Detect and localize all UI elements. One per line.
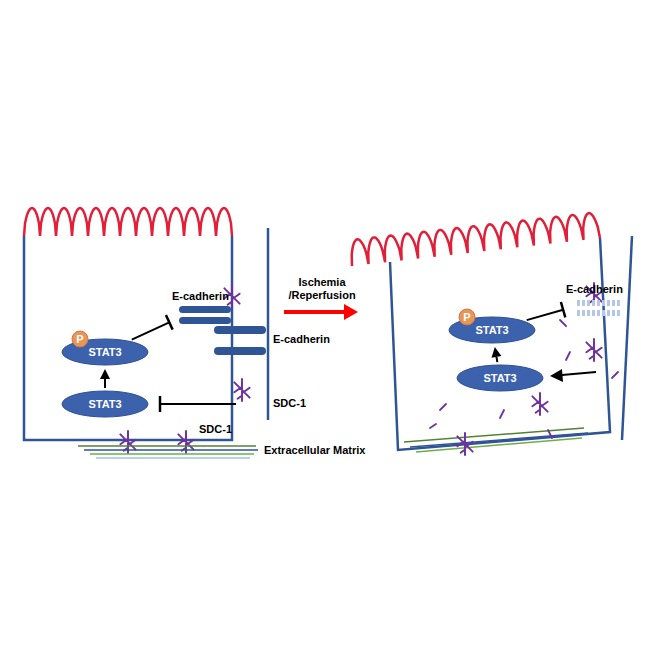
microvilli [24, 208, 600, 266]
shape-fill [457, 365, 543, 391]
inhibition-bar [166, 315, 173, 330]
transition-arrow [284, 310, 346, 314]
phospho-mark: P [76, 333, 83, 346]
annotation-label: E-cadherin [273, 333, 330, 346]
sdc1-fragment [612, 372, 618, 378]
connector-line [495, 357, 498, 362]
phospho-mark: P [463, 311, 470, 324]
phospho-circle: P [458, 308, 476, 326]
neighbor-cell-wall [267, 228, 270, 420]
arrowhead [492, 347, 502, 358]
protein-name: STAT3 [483, 372, 516, 385]
matrix-fiber [84, 449, 258, 451]
protein-name: STAT3 [88, 398, 121, 411]
sdc1-fragment [566, 352, 570, 360]
sdc1-fragment [440, 404, 446, 410]
protein-label: E-cadherin [566, 283, 625, 296]
cadherin-bars [573, 298, 625, 318]
protein-name: STAT3 [88, 346, 121, 359]
sdc1-fragment [500, 410, 504, 418]
inhibition-bar [561, 302, 565, 317]
shape-fill [62, 391, 148, 417]
connector [492, 347, 502, 362]
protein-ellipse: STAT3 [61, 390, 149, 418]
sdc1-glyph [532, 393, 547, 415]
sdc1-glyph [586, 339, 601, 361]
sdc1-fragment [548, 430, 552, 438]
cadherin-bar [577, 310, 621, 316]
connector-line [132, 322, 169, 339]
cadherin-bars [179, 305, 231, 325]
matrix-fiber [416, 438, 582, 452]
activation-line [562, 372, 596, 375]
annotation-label: Ischemia /Reperfusion [280, 276, 364, 302]
activation-arrowhead [550, 369, 563, 382]
junction-cadherin-bar [214, 347, 266, 355]
connector-line [527, 310, 563, 320]
shape-fill [72, 331, 88, 347]
shape-fill [459, 309, 475, 325]
microvilli-wave [352, 213, 600, 266]
sdc1-glyph [234, 379, 249, 401]
neighbor-cell-wall [622, 236, 632, 440]
connector-line [104, 379, 106, 388]
phospho-circle: P [71, 330, 89, 348]
arrowhead [100, 369, 110, 379]
protein-label: E-cadherin [172, 290, 231, 303]
cadherin-group: E-cadherin [566, 283, 625, 318]
sdc1-fragment [430, 424, 436, 428]
protein-name: STAT3 [475, 324, 508, 337]
inhibition-line [160, 403, 236, 405]
cadherin-bar [577, 300, 621, 306]
sdc1-glyph [457, 433, 472, 455]
matrix-fiber [90, 453, 254, 455]
annotation-label: Extracellular Matrix [264, 444, 366, 457]
junction-cadherin-bar [214, 326, 266, 334]
matrix-fiber [96, 457, 250, 459]
cadherin-bar [179, 306, 231, 313]
cell-outline [390, 238, 610, 450]
matrix-fiber [78, 445, 256, 447]
annotation-label: SDC-1 [273, 397, 306, 410]
cell-outline [24, 236, 232, 440]
connector [132, 315, 173, 340]
cadherin-group: E-cadherin [172, 290, 231, 325]
annotation-label: SDC-1 [199, 423, 232, 436]
microvilli-wave [24, 208, 232, 236]
inhibition-bar [159, 396, 162, 412]
cadherin-bar [179, 317, 231, 324]
transition-arrowhead [344, 304, 358, 320]
protein-ellipse: STAT3 [456, 364, 544, 392]
sdc1-fragment [560, 320, 566, 326]
connector [527, 302, 566, 320]
connector [100, 369, 110, 388]
